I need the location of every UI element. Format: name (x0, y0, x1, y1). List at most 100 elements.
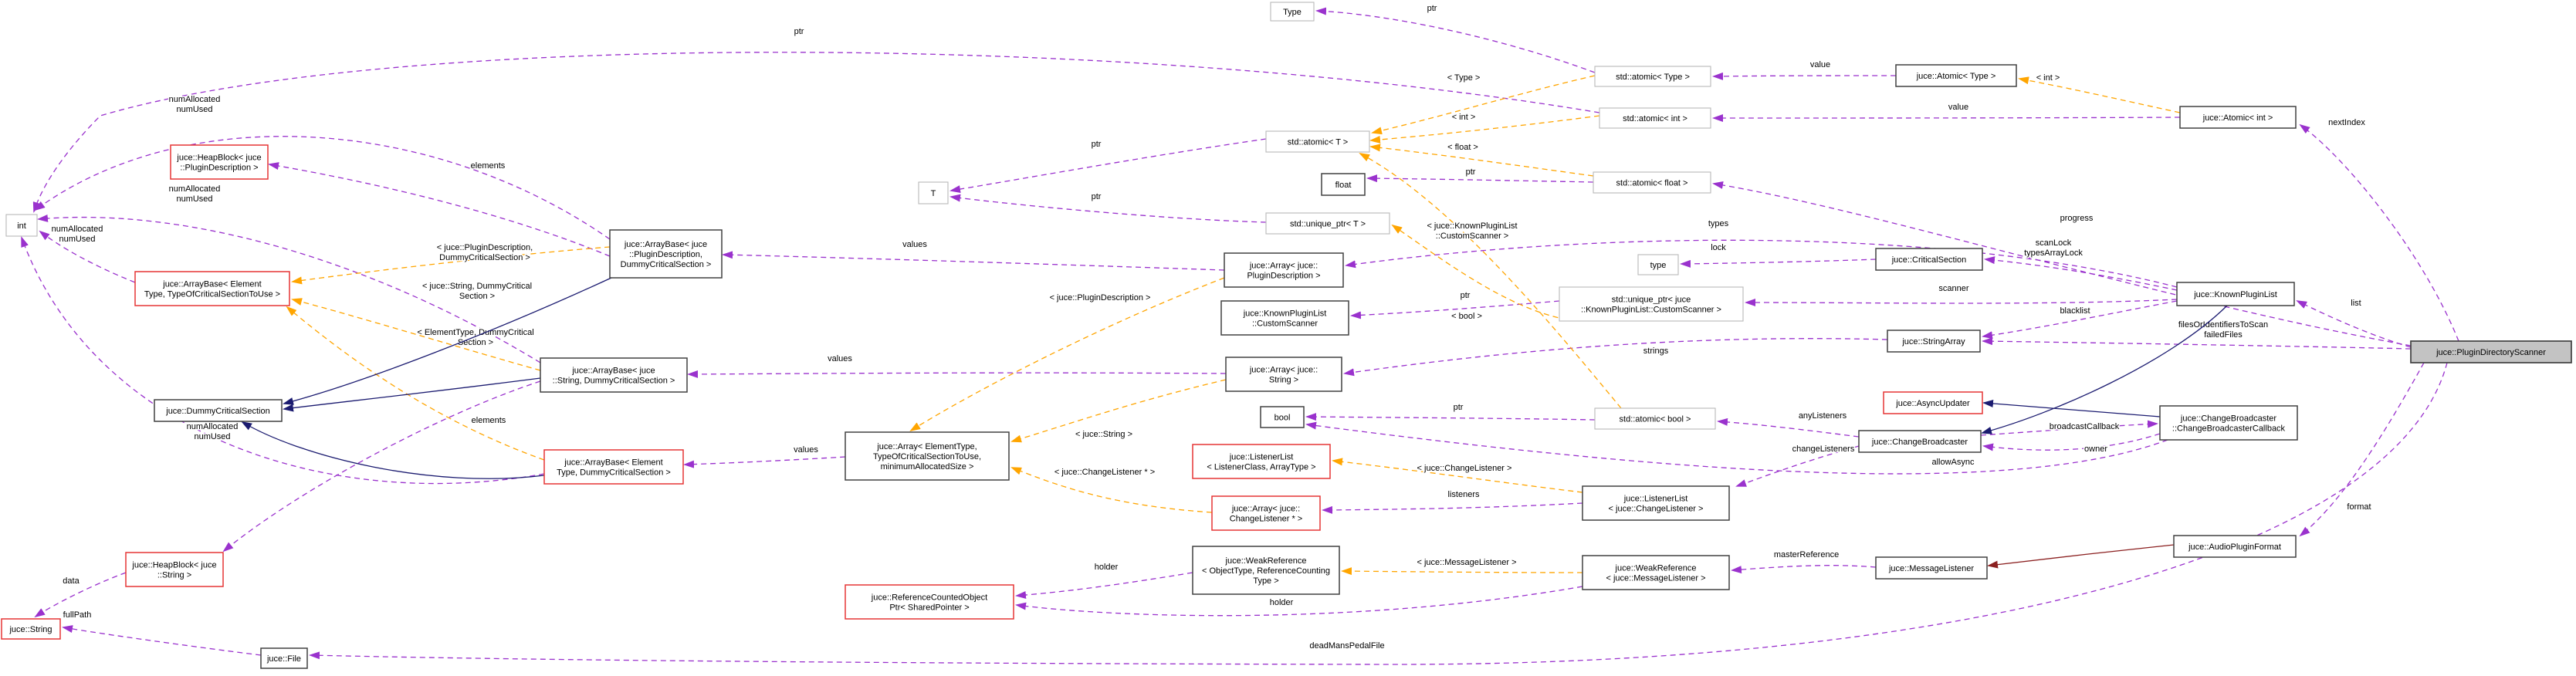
edge-juce-arraybase-plugindescription--juce-dummycriticalsection (283, 277, 612, 405)
edge-juce-knownpluginlist--juce-changebroadcaster (1981, 305, 2228, 434)
edge-juce-array-string--juce-arraybase-string (687, 370, 1227, 378)
juce-knownpluginlist-customscanner-node[interactable]: juce::KnownPluginList::CustomScanner (1220, 300, 1349, 336)
type-class-node[interactable]: Type (1270, 2, 1315, 22)
edge-juce-atomic-int--juce-atomic-type (2018, 76, 2181, 113)
juce-atomic-int-node[interactable]: juce::Atomic< int > (2179, 106, 2297, 129)
edge-label-std-atomic-bool--bool: ptr (1454, 403, 1464, 412)
node-label: juce::DummyCriticalSection (165, 407, 269, 416)
edge-juce-knownpluginlist--juce-array-plugindescription (1345, 239, 2178, 288)
edge-juce-plugindirectoryscanner--std-atomic-float (1712, 181, 2412, 346)
juce-dummycriticalsection-node[interactable]: juce::DummyCriticalSection (154, 399, 283, 422)
edge-juce-weakreference-template--juce-referencecountedobjectptr (1015, 572, 1193, 599)
edge-label-juce-plugindirectoryscanner--juce-file: deadMansPedalFile (1309, 641, 1384, 651)
edge-juce-arraybase-string--juce-dummycriticalsection (283, 377, 541, 412)
edge-label-std-unique-ptr-t--t-class: ptr (1092, 192, 1102, 201)
edge-label-juce-heapblock-string--juce-string: data (63, 576, 80, 586)
edge-std-atomic-t--t-class (949, 138, 1267, 194)
edge-label-std-atomic-type--std-atomic-t: < Type > (1447, 73, 1481, 83)
node-label: std::atomic< float > (1616, 179, 1688, 188)
edge-juce-stringarray--juce-array-string (1343, 338, 1888, 377)
type-member-node[interactable]: type (1637, 254, 1679, 275)
node-label: juce::StringArray (1901, 337, 1965, 346)
edge-std-atomic-int--std-atomic-t (1369, 115, 1600, 144)
std-unique-ptr-t-node[interactable]: std::unique_ptr< T > (1265, 212, 1390, 235)
node-label: juce::AudioPluginFormat (2188, 542, 2281, 552)
edge-label-juce-changebroadcaster--std-atomic-bool: anyListeners (1799, 411, 1847, 421)
juce-string-node[interactable]: juce::String (1, 618, 61, 640)
juce-weakreference-messagelistener-node[interactable]: juce::WeakReference< juce::MessageListen… (1582, 555, 1730, 590)
edge-std-unique-ptr-t--t-class (949, 194, 1267, 223)
edge-std-atomic-float--std-atomic-t (1369, 144, 1594, 177)
juce-listenerlist-template-node[interactable]: juce::ListenerList< ListenerClass, Array… (1192, 444, 1331, 479)
edge-label-std-atomic-bool--std-atomic-t: < bool > (1451, 312, 1482, 321)
juce-array-elementtype-node[interactable]: juce::Array< ElementType,TypeOfCriticalS… (845, 431, 1010, 481)
juce-knownpluginlist-node[interactable]: juce::KnownPluginList (2176, 282, 2295, 306)
edge-juce-arraybase-elementtype--juce-dummycriticalsection (241, 421, 545, 479)
juce-messagelistener-node[interactable]: juce::MessageListener (1875, 556, 1988, 580)
node-label: juce::String (8, 625, 52, 634)
edge-juce-arraybase-plugindescription--juce-arraybase-template (291, 246, 611, 285)
juce-file-node[interactable]: juce::File (260, 647, 308, 669)
std-atomic-t-node[interactable]: std::atomic< T > (1265, 130, 1370, 153)
edge-std-atomic-type--std-atomic-t (1371, 75, 1596, 135)
std-atomic-float-node[interactable]: std::atomic< float > (1593, 171, 1711, 194)
edge-label-juce-plugindirectoryscanner--juce-knownpluginlist: list (2351, 299, 2361, 308)
edge-juce-plugindirectoryscanner--juce-knownpluginlist (2296, 300, 2412, 348)
node-label: std::atomic< Type > (1616, 73, 1690, 82)
juce-array-plugindescription-node[interactable]: juce::Array< juce::PluginDescription > (1224, 252, 1344, 288)
juce-listenerlist-changelistener-node[interactable]: juce::ListenerList< juce::ChangeListener… (1582, 485, 1730, 521)
edge-label-std-atomic-t--t-class: ptr (1092, 140, 1102, 149)
edge-juce-array-plugindescription--juce-arraybase-plugindescription (722, 251, 1225, 271)
std-atomic-type-node[interactable]: std::atomic< Type > (1594, 66, 1711, 87)
edge-juce-changebroadcaster--std-atomic-bool (1717, 417, 1860, 438)
juce-heapblock-plugindescription-node[interactable]: juce::HeapBlock< juce::PluginDescription… (170, 144, 269, 180)
edge-std-atomic-type--type-class (1315, 7, 1596, 73)
juce-changebroadcastercallback-node[interactable]: juce::ChangeBroadcaster::ChangeBroadcast… (2159, 405, 2298, 441)
edge-label-juce-changebroadcastercallback--juce-changebroadcaster: owner (2084, 444, 2107, 454)
edge-juce-listenerlist-changelistener--juce-listenerlist-template (1332, 458, 1583, 493)
juce-atomic-type-node[interactable]: juce::Atomic< Type > (1895, 64, 2017, 87)
node-label: int (17, 221, 26, 231)
edge-label-juce-knownpluginlist--juce-array-plugindescription: types (1708, 219, 1729, 228)
juce-array-changelistener-node[interactable]: juce::Array< juce::ChangeListener * > (1211, 495, 1321, 531)
int-node[interactable]: int (5, 214, 38, 237)
float-node[interactable]: float (1321, 173, 1366, 196)
node-label: juce::WeakReference< ObjectType, Referen… (1202, 556, 1330, 586)
juce-asyncupdater-node[interactable]: juce::AsyncUpdater (1883, 391, 1983, 414)
juce-changebroadcaster-node[interactable]: juce::ChangeBroadcaster (1858, 430, 1982, 453)
juce-array-string-node[interactable]: juce::Array< juce::String > (1225, 357, 1342, 392)
juce-stringarray-node[interactable]: juce::StringArray (1887, 330, 1981, 353)
juce-criticalsection-node[interactable]: juce::CriticalSection (1875, 248, 1983, 271)
edge-juce-changebroadcastercallback--juce-changebroadcaster (1982, 433, 2161, 451)
bool-node[interactable]: bool (1260, 406, 1305, 428)
edge-label-std-atomic-type--type-class: ptr (1427, 4, 1437, 13)
edge-label-juce-knownpluginlist--std-unique-ptr-customscanner: scanner (1938, 284, 1968, 293)
edge-juce-changebroadcastercallback--bool (1305, 421, 2168, 475)
edge-label-juce-criticalsection--type-member: lock (1711, 243, 1726, 252)
edge-label-std-unique-ptr-customscanner--std-unique-ptr-t: < juce::KnownPluginList::CustomScanner > (1427, 221, 1517, 241)
juce-heapblock-string-node[interactable]: juce::HeapBlock< juce::String > (125, 552, 224, 587)
edge-label-juce-changebroadcastercallback--bool: allowAsync (1931, 458, 1975, 467)
edge-label-juce-messagelistener--juce-weakreference-messagelistener: masterReference (1774, 550, 1839, 559)
edge-juce-changebroadcastercallback--juce-asyncupdater (1982, 399, 2161, 417)
edge-juce-atomic-int--std-atomic-int (1712, 113, 2181, 122)
std-unique-ptr-customscanner-node[interactable]: std::unique_ptr< juce::KnownPluginList::… (1559, 286, 1744, 322)
edge-label-juce-array-plugindescription--juce-array-elementtype: < juce::PluginDescription > (1050, 293, 1151, 303)
juce-weakreference-template-node[interactable]: juce::WeakReference< ObjectType, Referen… (1192, 546, 1340, 595)
std-atomic-int-node[interactable]: std::atomic< int > (1599, 107, 1711, 129)
juce-audiopluginformat-node[interactable]: juce::AudioPluginFormat (2173, 535, 2297, 558)
edge-label-std-atomic-float--float: ptr (1466, 167, 1476, 177)
edge-juce-arraybase-elementtype--juce-arraybase-template (286, 306, 545, 461)
edge-label-juce-changebroadcaster--juce-changebroadcastercallback: broadcastCallback (2050, 422, 2120, 431)
t-class-node[interactable]: T (918, 181, 949, 204)
juce-arraybase-string-node[interactable]: juce::ArrayBase< juce::String, DummyCrit… (540, 357, 688, 393)
juce-arraybase-plugindescription-node[interactable]: juce::ArrayBase< juce::PluginDescription… (609, 229, 723, 279)
std-atomic-bool-node[interactable]: std::atomic< bool > (1594, 407, 1716, 430)
